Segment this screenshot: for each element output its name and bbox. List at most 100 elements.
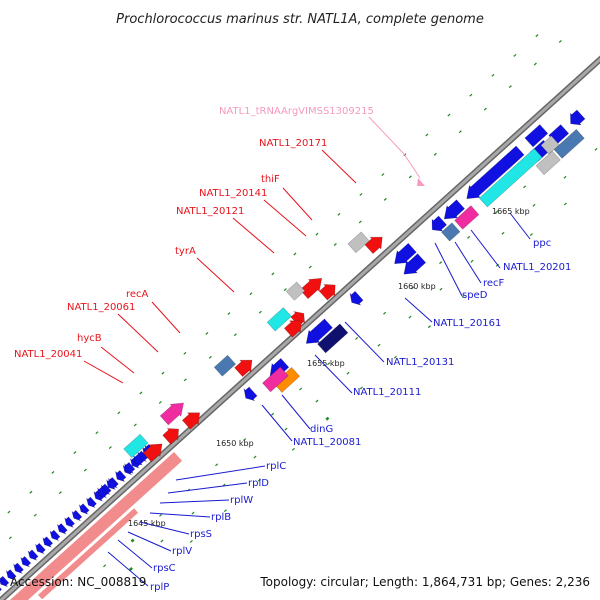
gc-tick bbox=[359, 386, 363, 390]
gc-tick bbox=[558, 39, 562, 43]
gc-tick bbox=[308, 265, 312, 269]
gc-tick bbox=[469, 93, 473, 97]
gc-tick bbox=[333, 243, 337, 246]
gc-tick bbox=[383, 311, 387, 315]
label-natl1-20171: NATL1_20171 bbox=[259, 138, 327, 149]
label-hycb: hycB bbox=[77, 333, 102, 344]
gene-thif bbox=[299, 277, 323, 300]
gene-rp-0 bbox=[0, 587, 3, 594]
gene-reverse-11 bbox=[441, 222, 461, 242]
gc-tick bbox=[7, 510, 11, 514]
gc-tick bbox=[337, 212, 341, 216]
callout-line-17 bbox=[314, 354, 353, 394]
gc-tick bbox=[191, 511, 195, 515]
gene-rp-b-0 bbox=[97, 486, 109, 499]
gc-tick bbox=[108, 446, 112, 449]
gene-rp-b-3 bbox=[124, 461, 136, 474]
gene-rp-5 bbox=[27, 549, 39, 561]
tick-1665: 1665 kbp bbox=[492, 207, 530, 216]
gc-tick bbox=[346, 371, 350, 375]
gene-rp-2 bbox=[5, 569, 17, 581]
gene-reca bbox=[181, 412, 201, 430]
gc-tick bbox=[233, 333, 237, 337]
gc-tick bbox=[58, 491, 62, 495]
callout-line-10 bbox=[83, 360, 124, 384]
gene-rp-13 bbox=[86, 496, 97, 508]
gc-tick bbox=[483, 107, 487, 111]
gene-reverse-3 bbox=[553, 128, 585, 159]
label-rplp: rplP bbox=[150, 582, 169, 593]
label-natl1-20041: NATL1_20041 bbox=[14, 349, 82, 360]
gene-rp-14 bbox=[93, 490, 105, 502]
callout-line-19 bbox=[261, 404, 293, 442]
gc-tick bbox=[461, 294, 465, 298]
callout-line-21 bbox=[167, 482, 248, 494]
gc-tick bbox=[117, 411, 121, 415]
callout-line-18 bbox=[281, 394, 311, 430]
gene-rp-b-1 bbox=[106, 478, 118, 491]
gc-tick bbox=[183, 378, 187, 382]
gc-tick bbox=[258, 310, 262, 314]
gene-rp-8 bbox=[49, 529, 61, 542]
gc-tick bbox=[130, 538, 135, 543]
callout-line-7 bbox=[151, 301, 181, 334]
gc-tick bbox=[467, 235, 471, 239]
gc-tick bbox=[513, 54, 517, 57]
label-natl1-20161: NATL1_20161 bbox=[433, 318, 501, 329]
gc-tick bbox=[299, 387, 303, 391]
callout-line-27 bbox=[107, 551, 149, 587]
gc-tick bbox=[563, 202, 567, 206]
gc-tick bbox=[491, 73, 495, 77]
gc-tick bbox=[408, 175, 412, 179]
gene-reverse-10 bbox=[454, 205, 480, 230]
gene-rp-10 bbox=[64, 516, 76, 529]
gene-natl1-20041 bbox=[123, 433, 149, 459]
gc-tick bbox=[51, 470, 55, 474]
gc-tick bbox=[425, 133, 429, 137]
gene-reverse-8 bbox=[535, 150, 561, 176]
gene-natl1-20061 bbox=[159, 402, 184, 426]
label-natl1-20081: NATL1_20081 bbox=[293, 437, 361, 448]
callout-line-23 bbox=[149, 512, 211, 518]
label-natl1-20141: NATL1_20141 bbox=[199, 188, 267, 199]
callout-line-20 bbox=[175, 465, 266, 481]
gene-rp-1 bbox=[0, 575, 10, 588]
gc-tick bbox=[501, 231, 505, 235]
gene-rp-6 bbox=[35, 542, 46, 555]
callout-line-12 bbox=[470, 229, 501, 269]
genome-backbone bbox=[0, 55, 600, 600]
gene-rp-3 bbox=[13, 562, 24, 575]
label-natl1-20111: NATL1_20111 bbox=[353, 387, 421, 398]
tick-1645: 1645 kbp bbox=[128, 519, 166, 528]
gene-hycb-b bbox=[142, 443, 163, 463]
gene-reverse-16 bbox=[305, 318, 333, 344]
gene-rp-b-4 bbox=[133, 453, 145, 466]
gc-tick bbox=[523, 185, 527, 189]
gc-tick bbox=[535, 34, 539, 38]
label-rplv: rplV bbox=[172, 546, 192, 557]
gc-tick bbox=[73, 451, 77, 454]
gc-tick bbox=[183, 351, 187, 355]
label-rplb: rplB bbox=[211, 512, 231, 523]
gene-reverse-9 bbox=[443, 199, 466, 220]
callout-line-25 bbox=[127, 531, 172, 552]
gc-tick bbox=[29, 490, 33, 494]
gc-tick bbox=[458, 130, 462, 134]
reverse-strand-features bbox=[0, 443, 183, 600]
gene-natl1-20141 bbox=[285, 281, 306, 301]
callout-line-5 bbox=[232, 217, 275, 254]
label-reca: recA bbox=[126, 289, 149, 300]
gc-tick bbox=[284, 427, 288, 431]
gc-tick bbox=[253, 455, 257, 459]
gc-tick bbox=[594, 147, 598, 151]
callout-line-0 bbox=[368, 116, 405, 155]
label-natl1-20061: NATL1_20061 bbox=[67, 302, 135, 313]
label-rplw: rplW bbox=[230, 495, 253, 506]
gc-tick bbox=[325, 416, 330, 421]
gene-reverse-0 bbox=[570, 109, 586, 126]
gc-tick bbox=[532, 203, 536, 207]
gc-skew-track bbox=[7, 34, 598, 571]
callout-line-11 bbox=[509, 212, 531, 240]
label-natl1-20201: NATL1_20201 bbox=[503, 262, 571, 273]
